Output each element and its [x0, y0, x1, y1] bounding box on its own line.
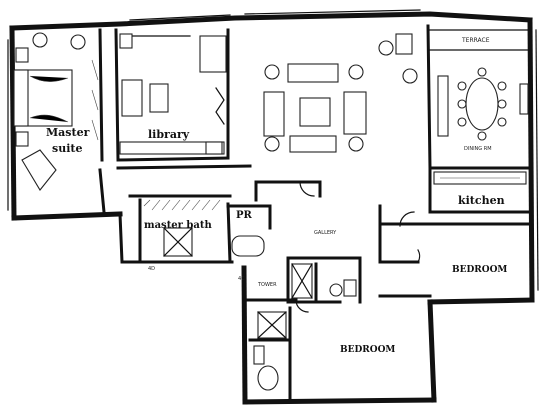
living-sofa-bottom — [289, 135, 337, 153]
library-coffee-table — [149, 83, 169, 113]
windows — [7, 9, 539, 291]
room-label-master-suite-2: suite — [52, 142, 82, 155]
room-label-gallery: GALLERY — [314, 230, 337, 236]
marker-4c: 4C — [238, 276, 245, 282]
room-label-library: library — [148, 128, 190, 141]
nightstand — [15, 47, 29, 63]
room-label-kitchen: kitchen — [458, 194, 505, 207]
kitchen-fixtures — [433, 171, 527, 185]
room-label-terrace: TERRACE — [461, 37, 490, 44]
room-label-master-bath: master bath — [144, 220, 213, 231]
room-label-bedroom-bottom: BEDROOM — [340, 345, 395, 355]
center-bath-fixtures — [291, 263, 357, 299]
living-sofa-top — [287, 63, 339, 83]
tub — [231, 235, 265, 257]
library-sofa — [121, 79, 143, 117]
living-coffee-table — [299, 97, 331, 127]
room-label-powder-room: PR — [236, 210, 253, 221]
lower-bath-fixtures — [253, 311, 287, 391]
outer-walls — [9, 11, 535, 405]
door-swings — [295, 181, 421, 313]
room-label-bedroom-right: BEDROOM — [452, 265, 507, 275]
nightstand — [15, 131, 29, 147]
living-room-furniture — [263, 33, 418, 153]
living-sofa-right — [343, 91, 367, 135]
armchair — [70, 34, 86, 50]
dining-furniture — [437, 67, 529, 141]
dining-table — [465, 77, 499, 131]
room-label-tower: TOWER — [257, 282, 277, 288]
room-label-dining: DINING RM — [464, 146, 492, 152]
room-label-master-suite-1: Master — [46, 126, 90, 139]
chaise-lounge — [21, 149, 57, 191]
master-bath-fixtures — [143, 199, 265, 257]
armchair — [32, 32, 48, 48]
marker-4d: 4D — [148, 266, 155, 272]
library-furniture — [119, 33, 225, 155]
interior-walls — [98, 24, 532, 402]
living-sofa-left — [263, 91, 285, 137]
master-suite-furniture — [13, 32, 99, 191]
